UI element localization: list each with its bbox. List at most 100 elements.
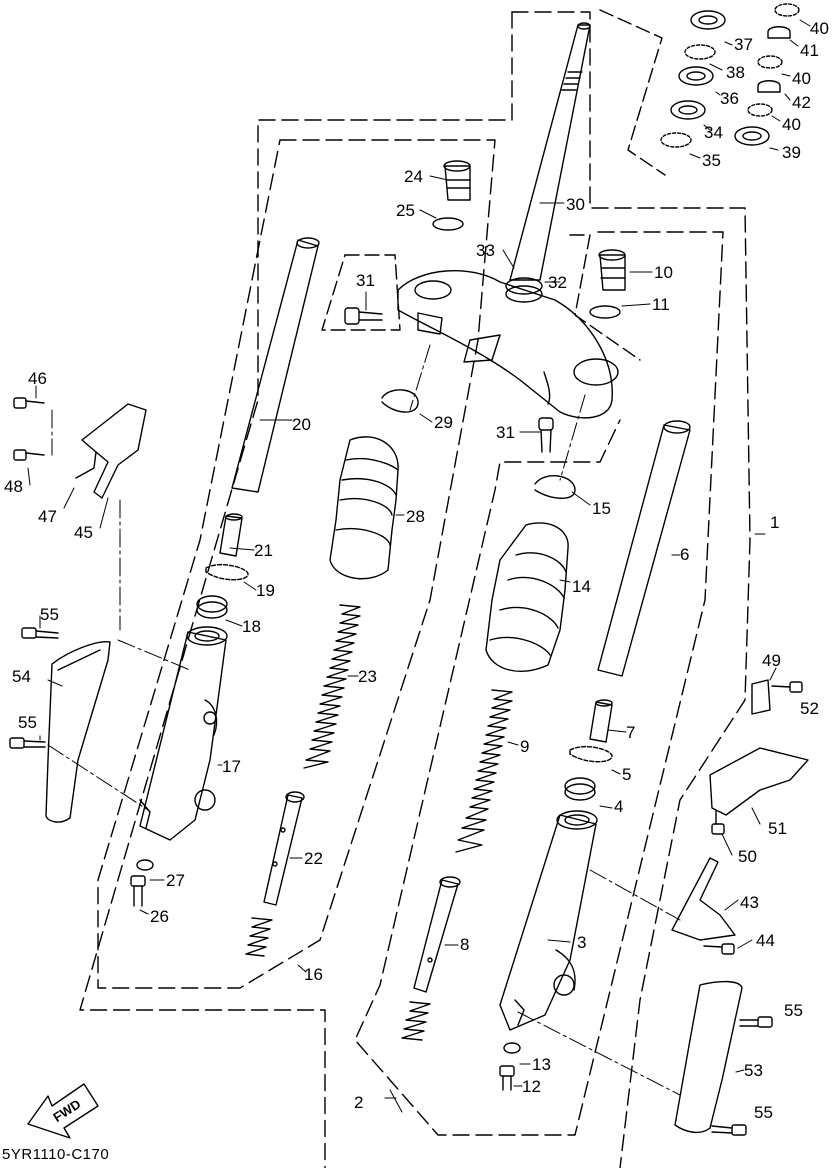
callout-20: 20 (292, 415, 311, 434)
cap-bolt-24 (443, 160, 471, 201)
callout-16: 16 (304, 965, 323, 984)
rebound-spring-16 (245, 917, 273, 957)
spring-9 (455, 689, 513, 853)
callout-38: 38 (726, 63, 745, 82)
callout-52: 52 (800, 699, 819, 718)
callout-8: 8 (460, 935, 469, 954)
callout-6: 6 (680, 545, 689, 564)
o-ring-11 (589, 305, 621, 319)
rebound-spring-2 (401, 1001, 431, 1041)
callout-28: 28 (406, 507, 425, 526)
callout-29: 29 (434, 413, 453, 432)
assembly-axis-lines (47, 344, 681, 1096)
callout-47: 47 (38, 507, 57, 526)
fwd-arrow (27, 1083, 99, 1139)
oil-lock-piece-7 (589, 699, 613, 743)
assembly-boundary-steering (321, 9, 666, 361)
callout-12: 12 (522, 1077, 541, 1096)
washer-13 (503, 1042, 521, 1054)
outer-tube-17 (139, 626, 228, 841)
callout-40c: 40 (782, 115, 801, 134)
diagram-code: 5YR1110-C170 (2, 1146, 110, 1163)
bracket-49 (751, 679, 771, 715)
callout-41: 41 (800, 41, 819, 60)
fwd-label: FWD (50, 1096, 83, 1125)
callout-17: 17 (222, 757, 241, 776)
leader-lines (27, 19, 811, 1113)
dust-boot-14 (485, 522, 569, 673)
inner-tube-6 (597, 420, 691, 677)
oil-seal-18 (196, 595, 228, 619)
callout-34: 34 (704, 123, 723, 142)
callout-50: 50 (738, 847, 757, 866)
steering-stem (505, 22, 591, 303)
callout-48: 48 (4, 477, 23, 496)
callout-10: 10 (654, 263, 673, 282)
callout-2: 2 (354, 1093, 363, 1112)
callout-31b: 31 (496, 423, 515, 442)
callout-1: 1 (770, 513, 779, 532)
outer-tube-3 (499, 810, 598, 1031)
pinch-bolt-lower (538, 417, 554, 453)
cap-bolt-10 (598, 249, 626, 291)
callout-18: 18 (242, 617, 261, 636)
callout-22: 22 (304, 849, 323, 868)
drain-bolt-26 (130, 875, 146, 907)
callout-53: 53 (744, 1061, 763, 1080)
callout-23: 23 (358, 667, 377, 686)
callout-37: 37 (734, 35, 753, 54)
callout-55a: 55 (40, 605, 59, 624)
callout-7: 7 (626, 723, 635, 742)
clamp-29 (381, 389, 419, 413)
inner-tube-20 (231, 237, 320, 493)
callout-39: 39 (782, 143, 801, 162)
bearing-stack (660, 3, 800, 148)
callout-32: 32 (548, 273, 567, 292)
callout-25: 25 (396, 201, 415, 220)
damper-rod-8 (413, 876, 461, 993)
hose-guide-45 (75, 403, 147, 499)
o-ring-25 (432, 217, 464, 231)
dust-boot-28 (329, 436, 399, 580)
callout-5: 5 (622, 765, 631, 784)
clamp-15 (534, 475, 576, 499)
assembly-boundary-1 (79, 11, 751, 1169)
callout-33: 33 (476, 241, 495, 260)
callout-55c: 55 (784, 1001, 803, 1020)
damper-rod-22 (263, 791, 305, 906)
drain-bolt-12 (499, 1065, 515, 1091)
callout-42: 42 (792, 93, 811, 112)
callout-54: 54 (12, 667, 31, 686)
callout-14: 14 (572, 577, 591, 596)
callout-55b: 55 (18, 713, 37, 732)
callout-55d: 55 (754, 1103, 773, 1122)
washer-27 (136, 859, 154, 871)
callout-40a: 40 (810, 19, 829, 38)
callout-21: 21 (254, 541, 273, 560)
fork-guard-53 (674, 980, 743, 1134)
callout-36: 36 (720, 89, 739, 108)
callout-44: 44 (756, 931, 775, 950)
callout-27: 27 (166, 871, 185, 890)
callout-19: 19 (256, 581, 275, 600)
clip-5 (569, 746, 613, 763)
callout-26: 26 (150, 907, 169, 926)
callout-3: 3 (577, 933, 586, 952)
callout-13: 13 (532, 1055, 551, 1074)
callout-4: 4 (614, 797, 623, 816)
fork-guard-54 (45, 641, 111, 823)
hose-holder-51 (709, 747, 809, 816)
callout-51: 51 (768, 819, 787, 838)
assembly-boundary-16 (97, 139, 496, 989)
guard-bolts (9, 627, 773, 1136)
callout-30: 30 (566, 195, 585, 214)
small-bolts (13, 397, 803, 955)
oil-seal-4 (564, 777, 596, 801)
assembly-boundary-2 (354, 231, 724, 1136)
hose-guide-43 (671, 857, 736, 941)
callout-24: 24 (404, 167, 423, 186)
pinch-bolt-upper (344, 307, 383, 325)
callout-labels: 1 2 3 4 5 6 7 8 9 10 11 12 13 14 15 16 1… (4, 19, 829, 1125)
